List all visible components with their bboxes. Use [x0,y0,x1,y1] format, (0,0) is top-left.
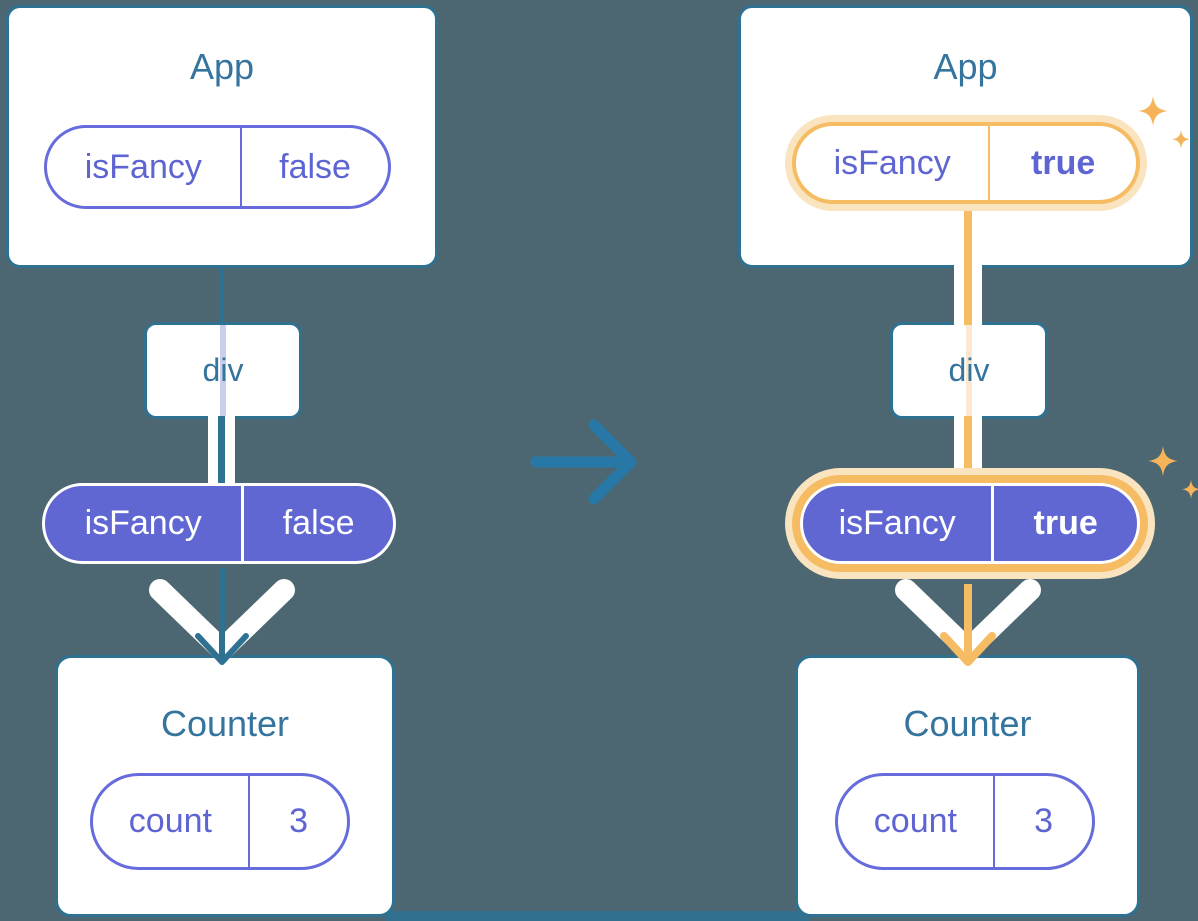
app-title: App [189,46,255,87]
transition-arrow-icon [530,419,637,505]
pipe-center-line [964,416,972,476]
tree-edge-arrowhead-icon [195,633,249,665]
app-title: App [933,46,998,87]
pipe-white-left [954,263,964,325]
passed-prop-pill: isFancy false [42,483,396,564]
prop-value-cell: false [282,504,355,542]
prop-value-cell: true [1031,143,1096,182]
div-title: div [948,352,990,388]
state-value-cell: 3 [289,802,309,840]
pipe-white-right [972,416,982,476]
prop-name-cell: isFancy [84,504,202,542]
prop-value-cell: true [1033,504,1098,542]
pipe-center-line [218,416,225,488]
passed-prop-pill-highlighted: isFancy true [800,483,1140,564]
tree-edge-arrowhead-icon [940,632,996,666]
prop-flow-arrow-icon [149,568,295,665]
pill-divider [988,126,991,200]
div-card: div [144,322,302,419]
count-state-pill: count 3 [90,773,350,870]
tree-edge-app-div [219,265,224,325]
prop-name-cell: isFancy [833,143,951,182]
div-card: div [890,322,1048,419]
sparkles-icon [1138,96,1190,149]
pill-divider [239,128,243,206]
state-name-cell: count [873,802,957,840]
div-title: div [202,352,244,388]
pipe-center-line [964,263,972,325]
pipe-white-right [225,416,235,488]
pipe-white-left [954,416,964,476]
pill-divider [992,776,996,867]
inner-prop-line [966,325,972,416]
count-state-pill: count 3 [835,773,1095,870]
prop-flow-arrow-icon [895,579,1041,666]
inner-prop-line [220,325,226,416]
highlighted-prop-line [964,208,972,268]
prop-name-cell: isFancy [838,504,956,542]
state-value-cell: 3 [1034,802,1054,840]
bottom-ledge [385,911,810,921]
state-name-cell: count [128,802,212,840]
pill-divider [241,486,245,561]
prop-value-cell: false [279,147,351,186]
pipe-white-left [208,416,218,488]
pipe-white-right [972,263,982,325]
app-prop-pill: isFancy false [44,125,391,209]
prop-name-cell: isFancy [84,147,202,186]
counter-title: Counter [903,703,1032,744]
pill-divider [991,486,995,561]
app-prop-pill-highlighted: isFancy true [792,122,1140,204]
sparkles-icon [1148,446,1198,499]
counter-title: Counter [160,703,290,744]
pill-divider [247,776,251,867]
